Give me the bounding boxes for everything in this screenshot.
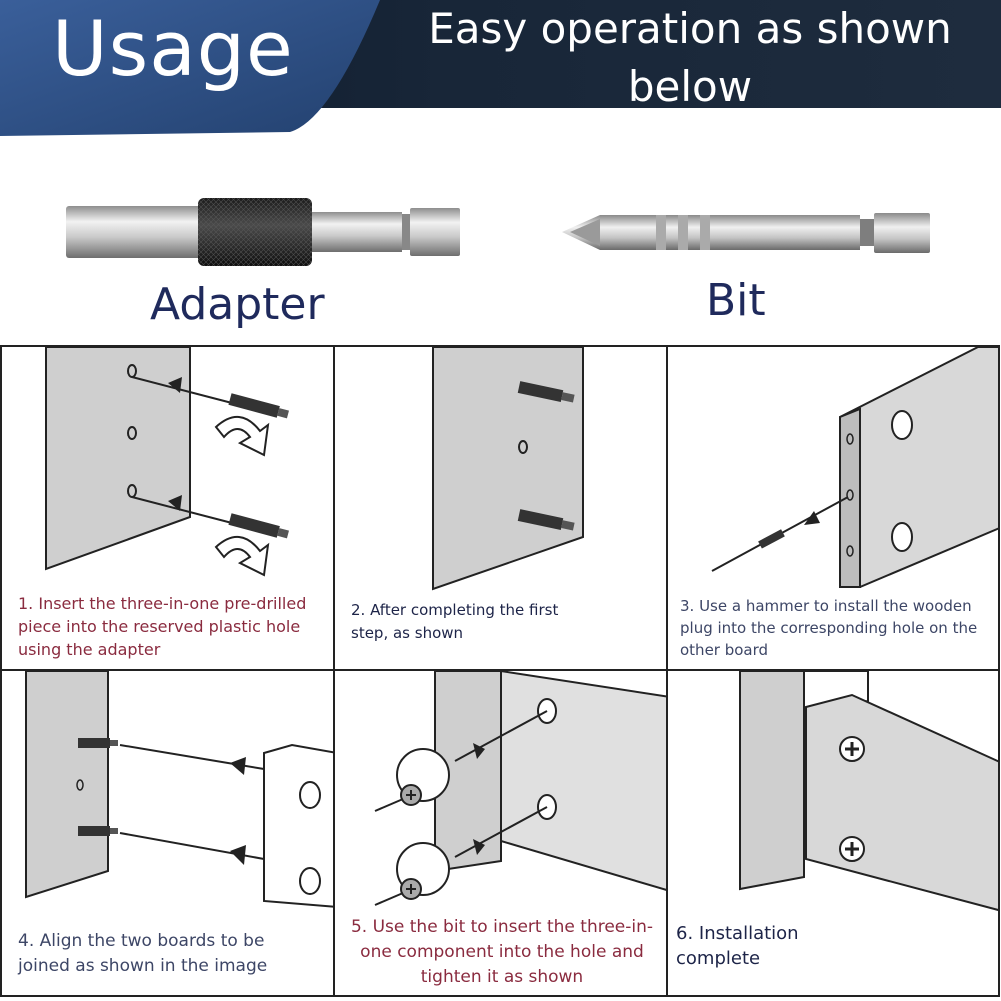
step-3-panel: 3. Use a hammer to install the wooden pl…	[666, 345, 1000, 671]
step-3-caption: 3. Use a hammer to install the wooden pl…	[680, 597, 978, 659]
step-2-panel: 2. After completing the first step, as s…	[333, 345, 668, 671]
page-title: Usage	[52, 4, 294, 93]
step-4-illustration	[25, 671, 333, 908]
step-3-illustration	[711, 347, 998, 588]
step-4-panel: 4. Align the two boards to be joined as …	[0, 669, 335, 997]
step-4-caption: 4. Align the two boards to be joined as …	[18, 931, 268, 976]
step-6-caption: 6. Installation complete	[676, 923, 799, 969]
step-6-panel: 6. Installation complete	[666, 669, 1000, 997]
headline: Easy operation as shown below	[428, 4, 952, 111]
step-2-illustration	[432, 347, 584, 591]
step-1-illustration	[45, 347, 289, 577]
step-6-illustration	[739, 671, 998, 911]
step-5-panel: 5. Use the bit to insert the three-in-on…	[333, 669, 668, 997]
step-1-panel: 1. Insert the three-in-one pre-drilled p…	[0, 345, 335, 671]
step-5-illustration	[374, 671, 666, 906]
adapter-image	[66, 198, 460, 266]
adapter-label: Adapter	[150, 279, 325, 330]
bit-label: Bit	[706, 275, 766, 326]
step-5-caption: 5. Use the bit to insert the three-in-on…	[350, 917, 654, 987]
header-title-tab	[0, 0, 380, 136]
steps-grid: 1. Insert the three-in-one pre-drilled p…	[0, 345, 1000, 997]
step-1-caption: 1. Insert the three-in-one pre-drilled p…	[18, 594, 307, 659]
step-2-caption: 2. After completing the first step, as s…	[351, 601, 559, 642]
bit-image	[562, 213, 930, 253]
